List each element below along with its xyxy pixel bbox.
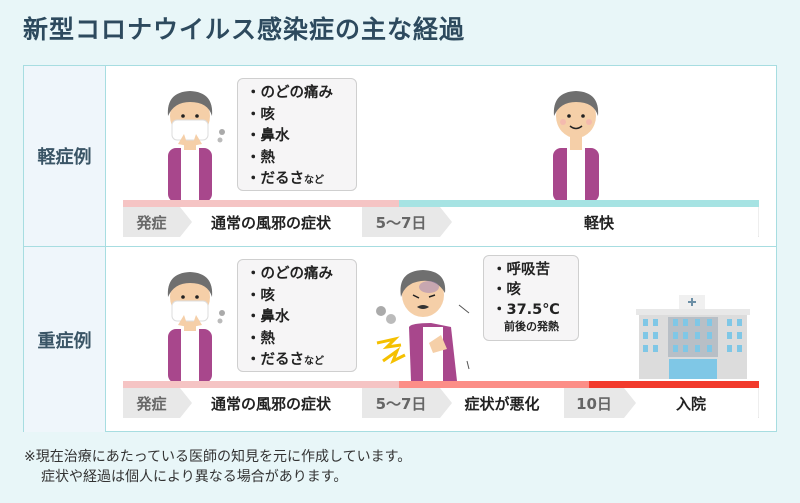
symptom-item: ・鼻水: [246, 128, 290, 144]
symptom-item: ・咳: [492, 282, 521, 298]
symptom-item: ・37.5℃: [492, 302, 560, 318]
footnote-line-1: ※現在治療にあたっている医師の知見を元に作成しています。: [24, 449, 412, 465]
stage-recovery: 軽快: [440, 207, 758, 237]
stage-common-cold: 通常の風邪の症状: [180, 207, 362, 237]
suffering-woman-icon: [376, 270, 470, 381]
severe-timeline-bar-hospital: [589, 381, 759, 388]
recovered-woman-icon: [553, 91, 599, 202]
stage-hospitalization: 入院: [624, 388, 758, 418]
stage-days-5-7: 5〜7日: [362, 388, 452, 418]
stage-onset: 発症: [123, 207, 192, 237]
severe-case-row: 重症例 ・のどの痛み ・咳 ・鼻水 ・熱 ・だるさなど: [24, 247, 776, 432]
symptom-item: ・だるさなど: [246, 352, 324, 368]
mild-symptom-list: ・のどの痛み ・咳 ・鼻水 ・熱 ・だるさなど: [237, 78, 357, 191]
stage-day-10: 10日: [564, 388, 636, 418]
page-title: 新型コロナウイルス感染症の主な経過: [23, 15, 466, 44]
mild-case-label: 軽症例: [24, 66, 106, 246]
severe-initial-symptom-list: ・のどの痛み ・咳 ・鼻水 ・熱 ・だるさなど: [237, 259, 357, 372]
symptom-item: ・熱: [246, 149, 275, 166]
hospital-icon: [636, 295, 750, 379]
masked-woman-icon: [167, 272, 225, 383]
stage-common-cold: 通常の風邪の症状: [180, 388, 362, 418]
severe-worsened-symptom-list: ・呼吸苦 ・咳 ・37.5℃ 前後の発熱: [483, 255, 579, 341]
stage-onset: 発症: [123, 388, 192, 418]
severe-timeline-bar-early: [123, 381, 399, 388]
severe-case-label: 重症例: [24, 247, 106, 432]
mild-timeline-bar-recovery: [399, 200, 759, 207]
masked-woman-icon: [167, 91, 225, 202]
symptom-item: ・のどの痛み: [246, 266, 333, 282]
mild-case-content: ・のどの痛み ・咳 ・鼻水 ・熱 ・だるさなど 発症: [106, 66, 776, 246]
stage-worsening: 症状が悪化: [440, 388, 564, 418]
symptom-item: ・咳: [246, 287, 275, 304]
stage-days-5-7: 5〜7日: [362, 207, 452, 237]
symptom-item: ・熱: [246, 330, 275, 347]
severe-timeline-bar-worsening: [399, 381, 589, 388]
footnote-line-2: 症状や経過は個人により異なる場合があります。: [41, 469, 348, 485]
mild-timeline-stages: 発症 通常の風邪の症状 5〜7日 軽快: [123, 207, 759, 237]
symptom-item: ・鼻水: [246, 309, 290, 325]
symptom-item: ・咳: [246, 106, 275, 123]
symptom-item: ・呼吸苦: [492, 262, 550, 278]
footnote: ※現在治療にあたっている医師の知見を元に作成しています。 症状や経過は個人により…: [24, 447, 411, 487]
mild-case-row: 軽症例 ・のどの痛み ・咳 ・鼻水 ・熱 ・だるさなど: [24, 66, 776, 247]
fever-note: 前後の発熱: [504, 320, 559, 333]
mild-timeline-bar-early: [123, 200, 399, 207]
symptom-item: ・のどの痛み: [246, 85, 333, 101]
severe-case-content: ・のどの痛み ・咳 ・鼻水 ・熱 ・だるさなど: [106, 247, 776, 432]
severe-timeline-stages: 発症 通常の風邪の症状 5〜7日 症状が悪化 10日 入院: [123, 388, 759, 418]
symptom-item: ・だるさなど: [246, 171, 324, 187]
progression-table: 軽症例 ・のどの痛み ・咳 ・鼻水 ・熱 ・だるさなど: [23, 65, 777, 432]
